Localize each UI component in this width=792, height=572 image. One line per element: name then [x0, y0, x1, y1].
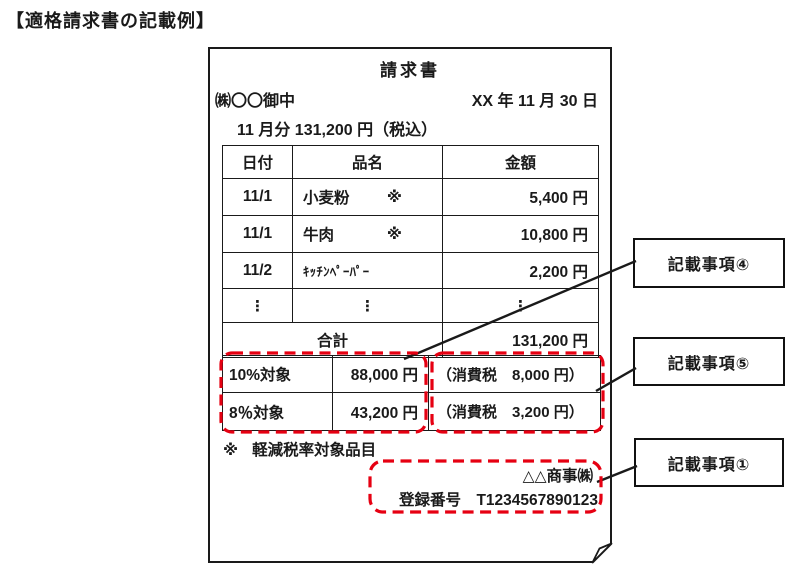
taxable-amount: 88,000 円	[332, 355, 429, 393]
item-amount: 10,800 円	[442, 215, 599, 253]
consumption-tax: （消費税 3,200 円）	[428, 392, 601, 431]
tax-rate-label: 8％対象	[222, 392, 333, 431]
invoice-issue-date: XX 年 11 月 30 日	[471, 93, 598, 110]
reduced-rate-mark: ※	[386, 225, 402, 243]
ellipsis: ⋮	[442, 288, 599, 323]
item-row: 11/2 ｷｯﾁﾝﾍﾟｰﾊﾟｰ 2,200 円	[222, 252, 599, 289]
invoice-addressee: ㈱〇〇御中	[215, 93, 296, 110]
total-amount: 131,200 円	[442, 322, 599, 358]
tax-breakdown-table: 10%対象 88,000 円 （消費税 8,000 円） 8％対象 43,200…	[222, 355, 601, 431]
callout-label: 記載事項④	[667, 257, 751, 274]
page-heading: 【適格請求書の記載例】	[6, 11, 215, 31]
callout-box-item1: 記載事項①	[634, 438, 784, 487]
item-amount: 5,400 円	[442, 178, 599, 216]
item-row: 11/1 牛肉 ※ 10,800 円	[222, 215, 599, 253]
item-amount: 2,200 円	[442, 252, 599, 289]
item-date: 11/1	[222, 215, 293, 253]
item-name: 小麦粉	[303, 190, 350, 207]
total-label: 合計	[222, 322, 443, 358]
issuer-registration-number: 登録番号 T1234567890123	[398, 492, 598, 509]
invoice-items-table: 日付 品名 金額 11/1 小麦粉 ※ 5,400 円 11/1 牛肉 ※ 10,8…	[222, 145, 599, 358]
ellipsis-row: ⋮ ⋮ ⋮	[222, 288, 599, 323]
issuer-company: △△商事㈱	[522, 468, 593, 485]
item-row: 11/1 小麦粉 ※ 5,400 円	[222, 178, 599, 216]
col-header-item: 品名	[292, 145, 443, 179]
items-header-row: 日付 品名 金額	[222, 145, 599, 179]
invoice-title: 請求書	[380, 61, 440, 80]
tax-row-10pct: 10%対象 88,000 円 （消費税 8,000 円）	[222, 355, 601, 393]
total-row: 合計 131,200 円	[222, 322, 599, 358]
item-name: 牛肉	[303, 227, 335, 244]
callout-box-item4: 記載事項④	[633, 238, 785, 288]
consumption-tax: （消費税 8,000 円）	[428, 355, 601, 393]
tax-row-8pct: 8％対象 43,200 円 （消費税 3,200 円）	[222, 392, 601, 431]
taxable-amount: 43,200 円	[332, 392, 429, 431]
ellipsis: ⋮	[222, 288, 293, 323]
invoice-period-total: 11 月分 131,200 円（税込）	[237, 122, 438, 139]
item-date: 11/1	[222, 178, 293, 216]
footnote-mark: ※	[223, 442, 239, 459]
callout-label: 記載事項⑤	[667, 355, 751, 373]
col-header-amount: 金額	[442, 145, 599, 179]
item-date: 11/2	[222, 252, 293, 289]
ellipsis: ⋮	[292, 288, 443, 323]
callout-label: 記載事項①	[667, 456, 751, 474]
reduced-rate-footnote: ※ 軽減税率対象品目	[223, 438, 376, 460]
col-header-date: 日付	[222, 145, 293, 179]
callout-box-item5: 記載事項⑤	[633, 337, 785, 386]
item-name: ｷｯﾁﾝﾍﾟｰﾊﾟｰ	[292, 252, 443, 289]
footnote-text: 軽減税率対象品目	[252, 442, 377, 459]
reduced-rate-mark: ※	[386, 188, 402, 206]
tax-rate-label: 10%対象	[222, 355, 333, 393]
